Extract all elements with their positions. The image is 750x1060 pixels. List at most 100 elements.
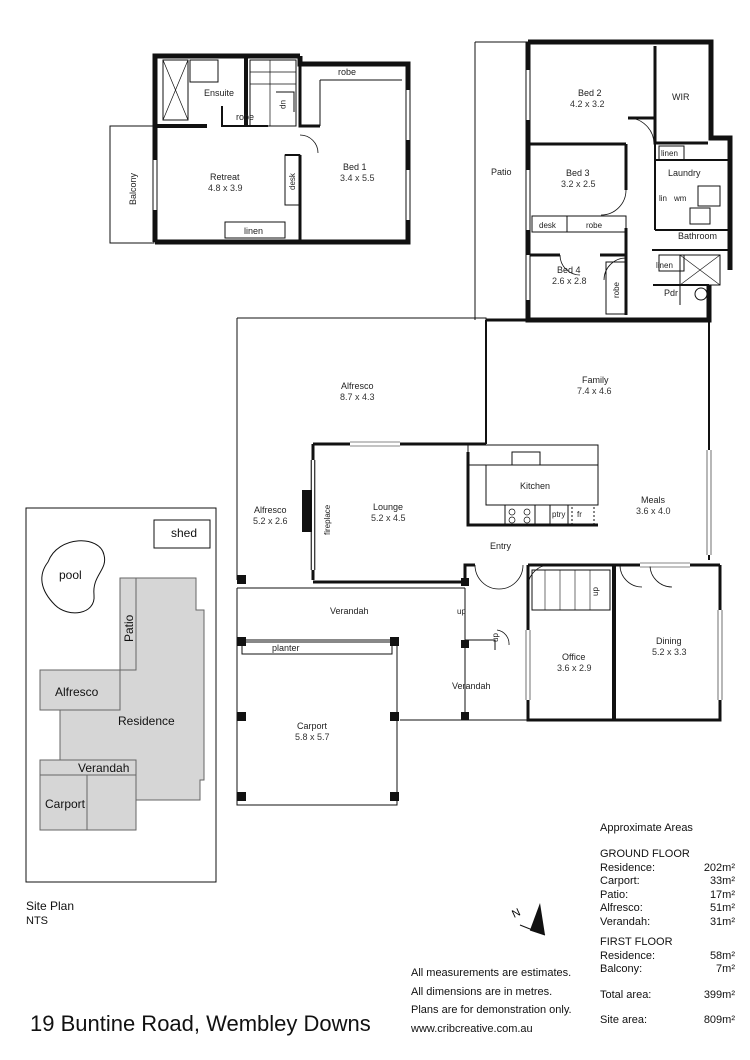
- patio-label: Patio: [122, 614, 136, 642]
- alfresco-dims: 8.7 x 4.3: [340, 392, 375, 402]
- linen-label: linen: [656, 261, 673, 270]
- robe-label: robe: [586, 221, 603, 230]
- bed1-label: Bed 1: [343, 162, 367, 172]
- laundry-label: Laundry: [668, 168, 701, 178]
- area-row: Residence: 58m²: [600, 950, 735, 964]
- site-area-row: Site area: 809m²: [600, 1014, 735, 1028]
- office-dims: 3.6 x 2.9: [557, 663, 592, 673]
- heading-text: GROUND FLOOR: [600, 848, 690, 860]
- carport-dims: 5.8 x 5.7: [295, 732, 330, 742]
- pantry-label: ptry: [552, 510, 565, 519]
- retreat-dims: 4.8 x 3.9: [208, 183, 243, 193]
- up-label: up: [491, 633, 500, 642]
- up-label: up: [457, 607, 466, 616]
- pool-label: pool: [59, 568, 82, 582]
- up-label: up: [591, 587, 600, 596]
- verandah-label: Verandah: [452, 681, 491, 691]
- carport-label: Carport: [297, 721, 328, 731]
- first-floor-plan: [109, 53, 411, 245]
- area-label: Patio:: [600, 888, 629, 901]
- wm-label: wm: [673, 194, 687, 203]
- area-label: Site area:: [600, 1014, 648, 1026]
- heading-text: FIRST FLOOR: [600, 936, 673, 948]
- area-label: Carport:: [600, 875, 640, 887]
- first-floor-labels: Ensuite robe robe up Retreat 4.8 x 3.9 B…: [128, 67, 375, 236]
- desk-label: desk: [539, 221, 557, 230]
- fridge-label: fr: [577, 510, 582, 519]
- kitchen-label: Kitchen: [520, 481, 550, 491]
- area-value: 809m²: [703, 1014, 735, 1026]
- ensuite-label: Ensuite: [204, 88, 234, 98]
- bathroom-label: Bathroom: [678, 231, 717, 241]
- family-label: Family: [582, 375, 609, 385]
- family-dims: 7.4 x 4.6: [577, 386, 612, 396]
- desk-label: desk: [288, 172, 297, 190]
- note-line: Plans are for demonstration only.: [411, 1004, 572, 1016]
- area-label: Residence:: [600, 861, 656, 874]
- property-address: 19 Buntine Road, Wembley Downs: [30, 1011, 371, 1036]
- shed-outline: [153, 519, 211, 549]
- dining-dims: 5.2 x 3.3: [652, 647, 687, 657]
- patio-label: Patio: [491, 167, 512, 177]
- meals-label: Meals: [641, 495, 666, 505]
- area-row: Balcony: 7m²: [600, 963, 735, 977]
- area-value: 399m²: [703, 988, 735, 1001]
- meals-dims: 3.6 x 4.0: [636, 506, 671, 516]
- note-line: All measurements are estimates.: [411, 967, 572, 979]
- pool-outline: [41, 540, 106, 614]
- area-row: Verandah: 31m²: [600, 916, 735, 930]
- area-row: Patio: 17m²: [600, 889, 735, 903]
- entry-label: Entry: [490, 541, 512, 551]
- retreat-label: Retreat: [210, 172, 240, 182]
- area-value: 51m²: [709, 902, 735, 914]
- area-value: 202m²: [703, 861, 735, 874]
- north-label: N: [510, 906, 522, 920]
- robe-label: robe: [338, 67, 356, 77]
- area-value: 17m²: [709, 888, 735, 901]
- approximate-areas: Approximate Areas GROUND FLOOR Residence…: [600, 820, 735, 1028]
- stair-up-label: up: [279, 100, 288, 109]
- bed2-dims: 4.2 x 3.2: [570, 99, 605, 109]
- area-row: Alfresco: 51m²: [600, 902, 735, 916]
- verandah-label: Verandah: [78, 761, 129, 775]
- area-row: Carport: 33m²: [600, 875, 735, 889]
- note-line: All dimensions are in metres.: [411, 985, 553, 998]
- lounge-label: Lounge: [373, 502, 403, 512]
- area-label: Balcony:: [600, 963, 643, 975]
- area-label: Residence:: [600, 949, 656, 962]
- website-link[interactable]: www.cribcreative.com.au: [411, 1022, 533, 1035]
- areas-title: Approximate Areas: [600, 822, 693, 834]
- wir-label: WIR: [672, 92, 690, 102]
- area-value: 7m²: [716, 963, 735, 975]
- office-label: Office: [562, 652, 585, 662]
- area-value: 58m²: [709, 949, 735, 962]
- bed4-label: Bed 4: [557, 265, 581, 275]
- area-row: Residence: 202m²: [600, 862, 735, 876]
- area-label: Verandah:: [600, 915, 651, 928]
- fireplace-label: fireplace: [323, 504, 332, 535]
- north-arrow-icon: N: [510, 903, 546, 936]
- carport-label: Carport: [45, 797, 86, 811]
- area-value: 31m²: [709, 915, 735, 928]
- lin-label: lin: [659, 194, 667, 203]
- lounge-dims: 5.2 x 4.5: [371, 513, 406, 523]
- site-plan-title: Site Plan: [26, 899, 74, 913]
- robe-label: robe: [236, 112, 254, 122]
- residence-label: Residence: [118, 714, 175, 728]
- site-plan: shed pool Patio Alfresco Residence Veran…: [25, 507, 217, 927]
- dining-label: Dining: [656, 636, 682, 646]
- total-area-row: Total area: 399m²: [600, 989, 735, 1003]
- shed-label: shed: [171, 526, 197, 540]
- area-label: Total area:: [600, 988, 652, 1001]
- robe-label: robe: [612, 281, 621, 298]
- first-floor-heading: FIRST FLOOR: [600, 936, 735, 950]
- ground-floor-heading: GROUND FLOOR: [600, 848, 735, 862]
- ground-floor-labels: Patio Bed 2 4.2 x 3.2 WIR linen Laundry …: [253, 88, 717, 742]
- alfresco-side-dims: 5.2 x 2.6: [253, 516, 288, 526]
- verandah-label: Verandah: [330, 606, 369, 616]
- alfresco-label: Alfresco: [341, 381, 374, 391]
- bed3-label: Bed 3: [566, 168, 590, 178]
- area-value: 33m²: [709, 875, 735, 887]
- area-label: Alfresco:: [600, 902, 643, 914]
